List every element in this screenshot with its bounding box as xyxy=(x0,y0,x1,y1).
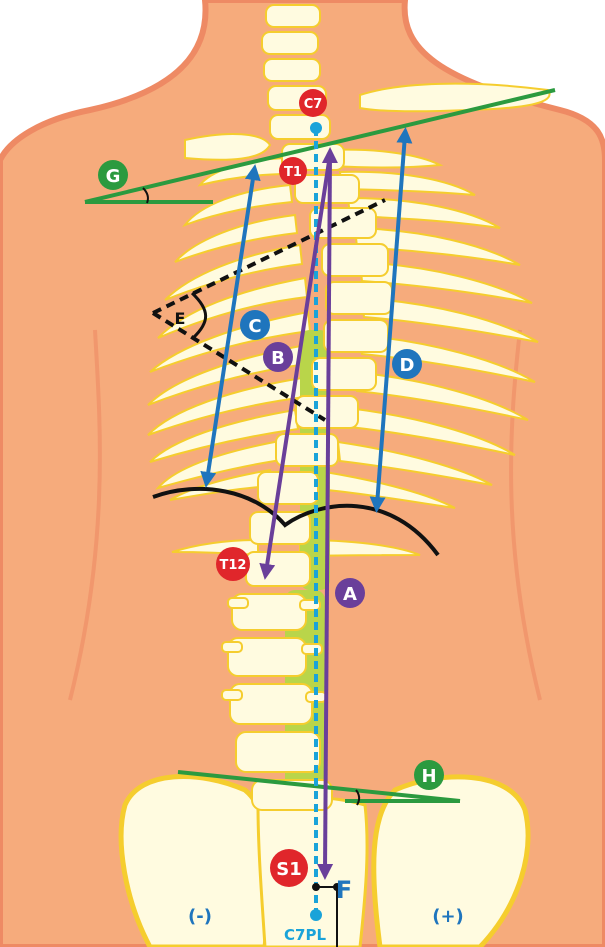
c7-label: C7 xyxy=(304,97,323,112)
t1-marker: T1 xyxy=(279,157,307,185)
s1-marker: S1 xyxy=(270,849,308,887)
c7pl-label: C7PL xyxy=(284,926,326,944)
plus-side-label: (+) xyxy=(432,906,464,927)
t1-label: T1 xyxy=(284,165,302,180)
a-marker: A xyxy=(335,578,365,608)
f-label: F xyxy=(336,876,352,904)
g-label: G xyxy=(106,166,121,187)
d-label: D xyxy=(400,355,415,376)
t12-marker: T12 xyxy=(216,547,250,581)
minus-side-label: (-) xyxy=(188,906,212,927)
c-marker: C xyxy=(240,310,270,340)
e-label: E xyxy=(175,309,186,328)
t12-label: T12 xyxy=(220,558,247,573)
c7-plumb-top-dot xyxy=(310,122,322,134)
h-label: H xyxy=(421,766,436,787)
c7-marker: C7 xyxy=(299,89,327,117)
c-label: C xyxy=(248,316,261,337)
h-marker: H xyxy=(414,760,444,790)
b-label: B xyxy=(271,348,285,369)
a-label: A xyxy=(343,584,357,605)
d-marker: D xyxy=(392,349,422,379)
left-scapula-bone xyxy=(185,134,270,160)
g-marker: G xyxy=(98,160,128,190)
b-marker: B xyxy=(263,342,293,372)
s1-label: S1 xyxy=(276,859,302,880)
c7-plumb-bottom-dot xyxy=(310,909,322,921)
